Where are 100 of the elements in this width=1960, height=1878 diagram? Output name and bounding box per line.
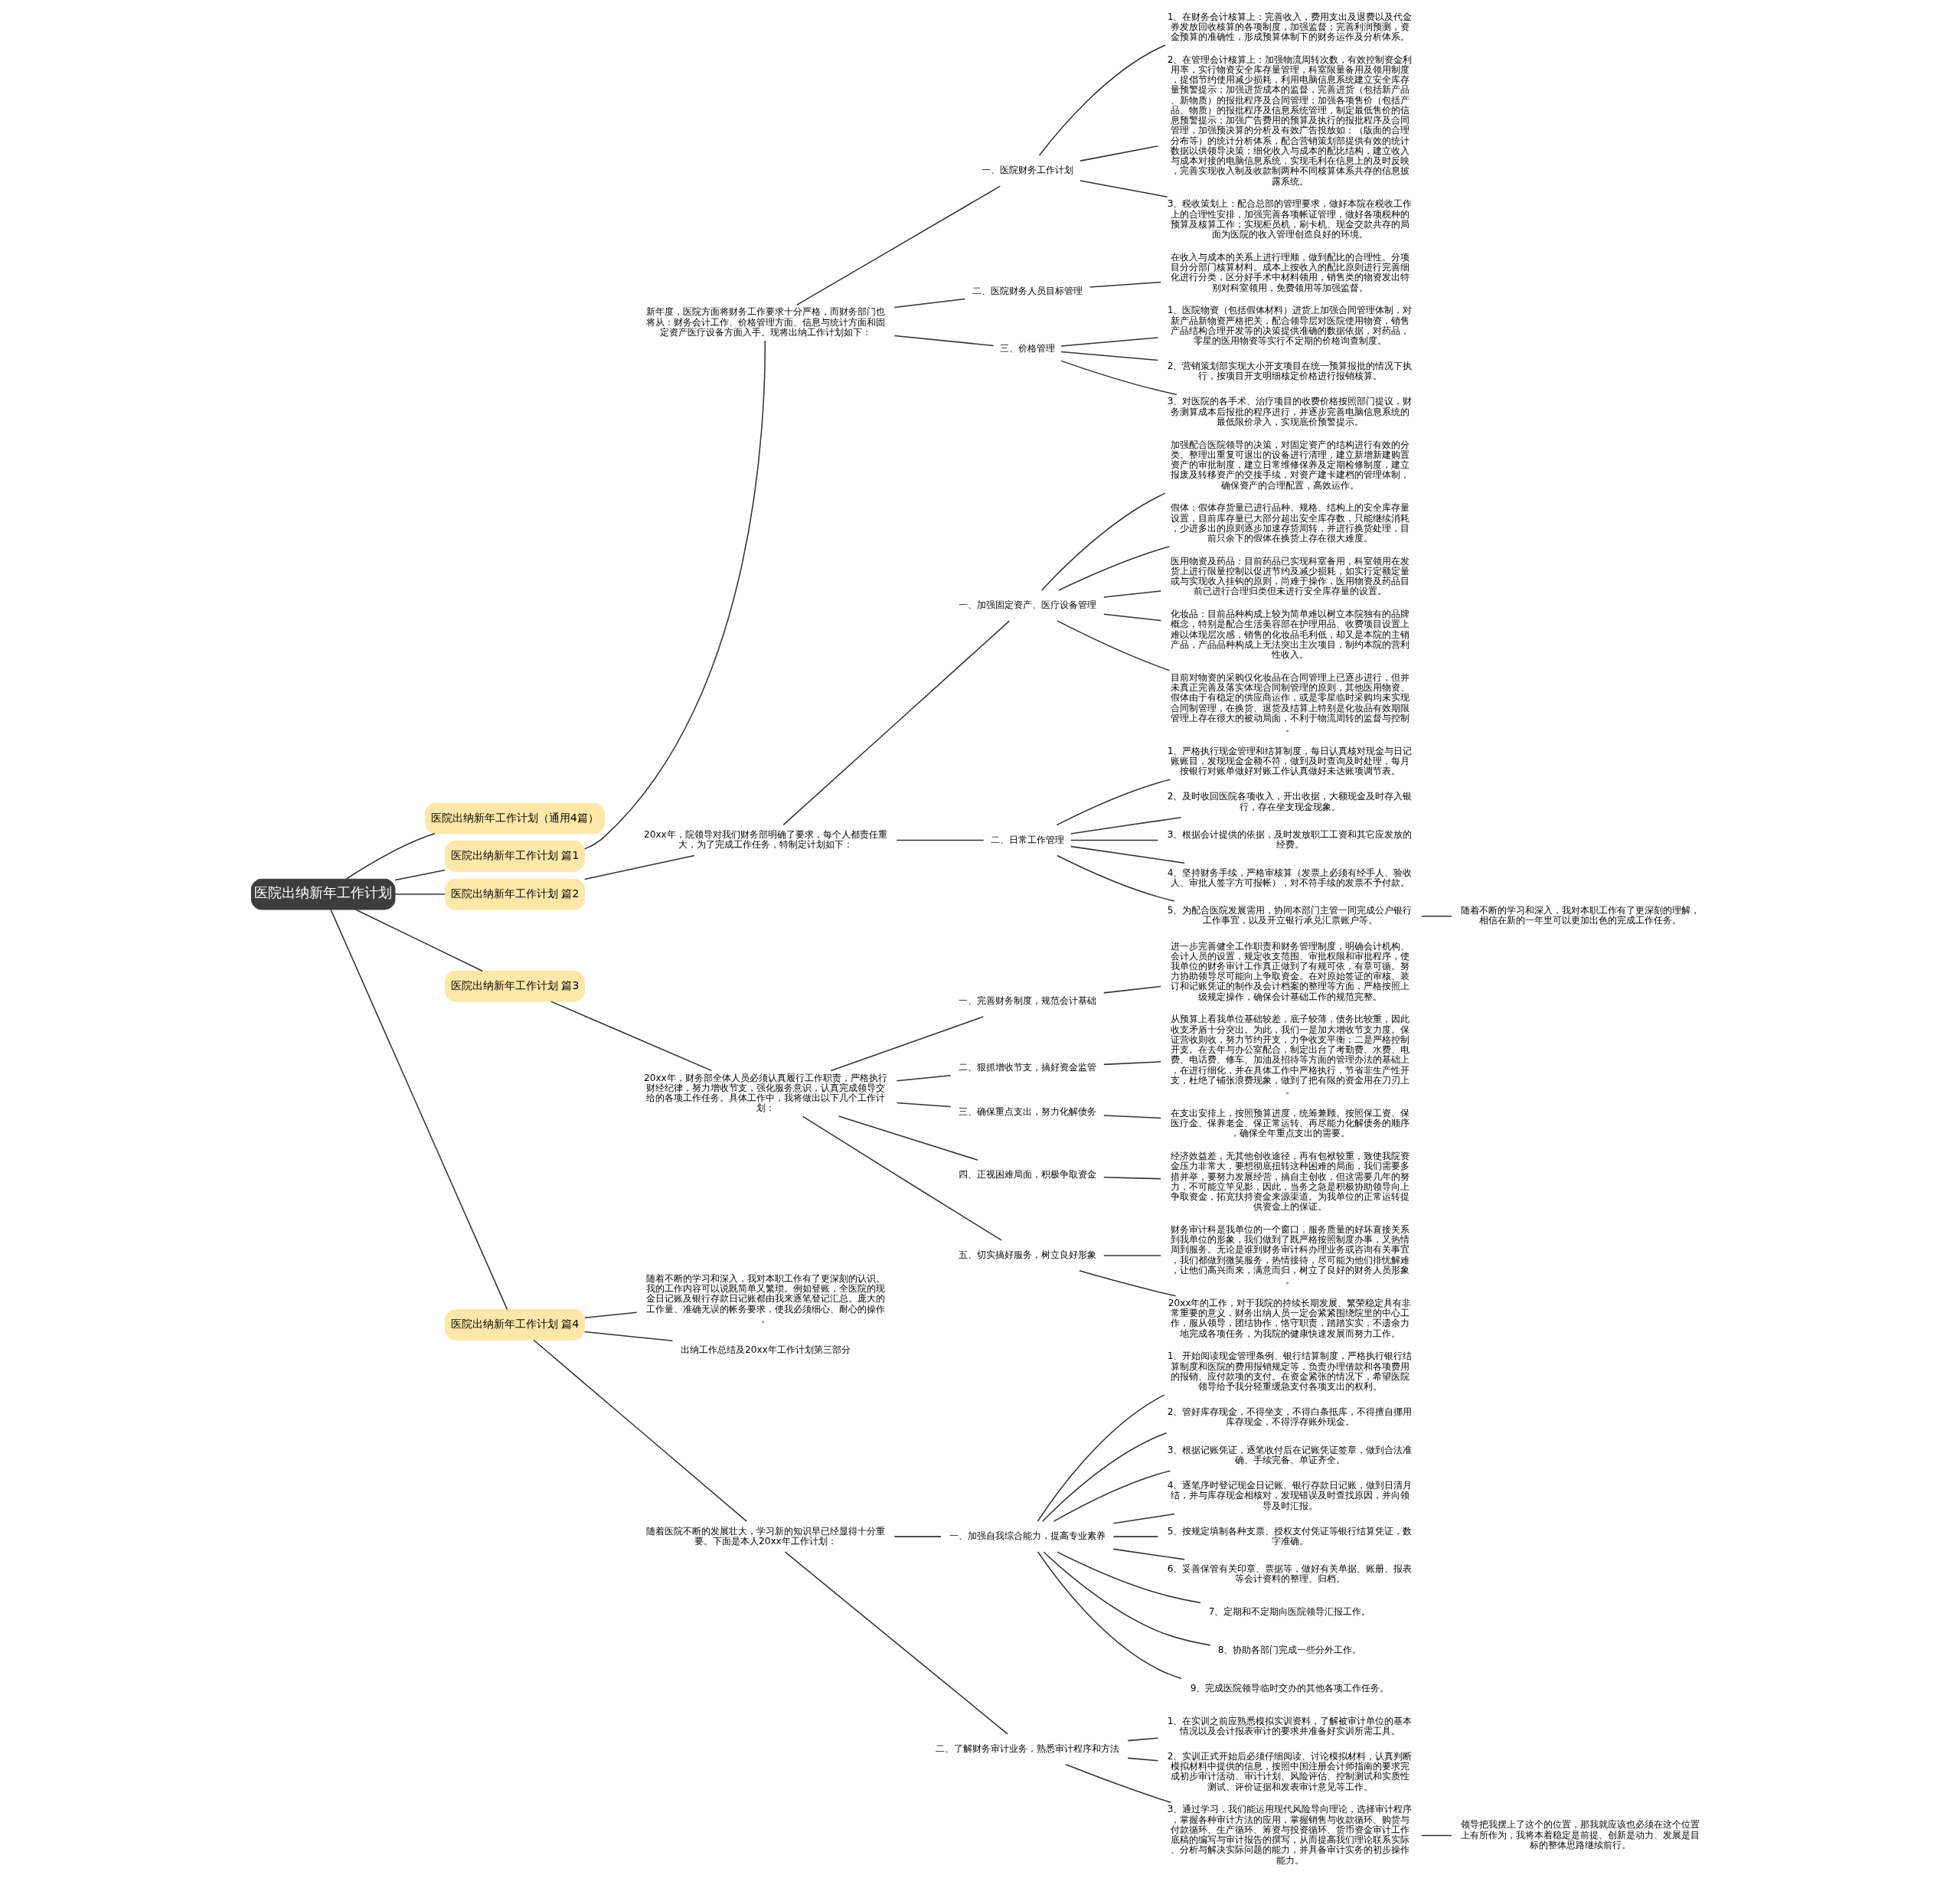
node-text: 2、实训正式开始后必须仔细阅读、讨论模拟材料，认真判断模拟材料中提供的信息，按照中国注册会计师指南的要求完成初步审计活动、审计计划、风险评估、控制测试和实质性测试、评价证据和发表审计意见等工作。 xyxy=(1167,1751,1412,1792)
node-text: 目前对物资的采购仅化妆品在合同管理上已逐步进行，但并未真正完善及落实体现合同制管理的原则，其他医用物资、假体由于有稳定的供应商运作，或是零星临时采购均未实现合同制管理，在换货、退货及结算上特别是化妆品有效期限管理上存在很大的被动局面，不利于物流周转的监督与控制。 xyxy=(1170,671,1410,734)
connector xyxy=(394,893,446,895)
connector xyxy=(550,1001,712,1072)
connector xyxy=(1070,839,1158,841)
connector xyxy=(893,298,965,309)
connector xyxy=(1420,915,1452,917)
connector xyxy=(1112,1536,1158,1537)
node-text: 假体：假体存货量已进行品种、规格、结构上的安全库存量设置，目前库存量已大部分超出安全库存数，只能继续消耗，少进多出的原则逐步加速存货周转，并进行换货处理，目前只余下的假体在换货上存在很大难度。 xyxy=(1170,502,1410,544)
connector xyxy=(802,1115,1002,1241)
connector xyxy=(354,909,483,972)
node-text: 财务审计科是我单位的一个窗口，服务质量的好坏直接关系到我单位的形象，我们做到了既严格按照制度办事，又热情周到服务。无论是谁到财务审计科办理业务或咨询有关事宜，我们都做到微笑服务，热情接待，尽可能为他们排忧解难，让他们高兴而来，满意而归，树立了良好的财务人员形象。 xyxy=(1170,1223,1410,1286)
connector xyxy=(1060,337,1158,347)
connector xyxy=(1041,1432,1167,1522)
node-text: 三、确保重点支出，努力化解债务 xyxy=(958,1106,1096,1117)
connector xyxy=(830,1016,984,1072)
connector xyxy=(893,1536,942,1537)
connector xyxy=(583,854,695,880)
connector xyxy=(1102,1115,1161,1119)
node-text: 1、医院物资（包括假体材料）进货上加强合同管理体制，对新产品新物资严格把关，配合领导层对医院使用物资，销售产品结构合理开发等的决策提供准确的数据依据，对药品，零星的医用物资等实行不定期的价格询查制度。 xyxy=(1167,305,1412,346)
node-box: 医院出纳新年工作计划 篇2 xyxy=(444,878,585,910)
node-text: 一、加强自我综合能力，提高专业素养 xyxy=(949,1530,1106,1542)
node-box: 医院出纳新年工作计划 篇4 xyxy=(444,1309,585,1341)
connector xyxy=(1112,1548,1185,1560)
connector xyxy=(1053,1470,1171,1522)
node-text: 1、在实训之前应熟悉模拟实训资料，了解被审计单位的基本情况以及会计报表审计的要求并准备好实训所需工具。 xyxy=(1167,1715,1412,1736)
node-text: 二、医院财务人员目标管理 xyxy=(972,285,1083,296)
node-text: 1、在财务会计核算上：完善收入，费用支出及退费以及代金券发放回收核算的各项制度，加强监督；完善利润预测，资金预算的准确性，形成预算体制下的财务运作及分析体系。 xyxy=(1167,11,1412,43)
node-box: 医院出纳新年工作计划（通用4篇） xyxy=(424,802,605,834)
node-text: 进一步完善健全工作职责和财务管理制度，明确会计机构、会计人员的设置，规定收支范围、审批权限和审批程序，使我单位的财务审计工作真正做到了有规可依，有章可循。努力协助领导尽可能向上争取资金。在对原始签证的审核、装订和记账凭证的制作及会计档案的整理等方面，严格按照上级规定操作，确保会计基础工作的规范完整。 xyxy=(1170,940,1410,1002)
connector xyxy=(1102,985,1161,994)
node-box: 医院出纳新年工作计划 xyxy=(250,878,395,910)
connector xyxy=(1038,44,1166,156)
node-text: 4、坚持财务手续，严格审核算（发票上必须有经手人、验收人、审批人签字方可报帐），对不符手续的发票不予付款。 xyxy=(1167,867,1412,888)
node-text: 3、根据会计提供的依据，及时发放职工工资和其它应发放的经费。 xyxy=(1167,828,1412,851)
connector xyxy=(1064,1764,1171,1804)
node-text: 1、严格执行现金管理和结算制度，每日认真核对现金与日记账账目，发现现金金额不符，做到及时查询及时处理，每月按银行对账单做好对账工作认真做好未达账项调节表。 xyxy=(1167,745,1412,777)
node-text: 医用物资及药品：目前药品已实现科室备用，科室领用在发货上进行限量控制以促进节约及减少损耗，如实行定额定量或与实现收入挂钩的原则，尚难于操作，医用物资及药品目前已进行合理归类但未进行安全库存量的设置。 xyxy=(1170,555,1410,597)
connector xyxy=(1056,854,1175,902)
connector xyxy=(583,340,766,850)
node-text: 20xx年，院领导对我们财务部明确了要求，每个人都责任重大，为了完成工作任务，特制定计划如下： xyxy=(643,828,887,851)
node-text: 二、日常工作管理 xyxy=(990,834,1064,845)
node-text: 3、根据记账凭证，逐笔收付后在记账凭证签章，做到合法准确、手续完备、单证齐全。 xyxy=(1167,1444,1412,1465)
node-text: 随着医院不断的发展壮大，学习新的知识早已经显得十分重要。下面是本人20xx年工作计划： xyxy=(645,1525,885,1546)
node-text: 3、税收策划上：配合总部的管理要求，做好本院在税收工作上的合理性安排，加强完善各项帐证管理，做好各项税种的预算及核算工作；实现柜员机，刷卡机、现金交款共存的局面为医院的收入管理创造良好的环境。 xyxy=(1167,198,1412,240)
connector xyxy=(1079,180,1168,198)
node-text: 一、加强固定资产、医疗设备管理 xyxy=(958,599,1096,611)
connector xyxy=(1060,360,1178,396)
node-text: 20xx年的工作，对于我院的持续长期发展、繁荣稳定具有非常重要的意义，财务出纳人员一定会紧紧围绕院里的中心工作，服从领导，团结协作，恪守职责，踏踏实实，不遗余力地完成各项任务，为我院的健康快速发展而努力工作。 xyxy=(1168,1297,1411,1339)
connector xyxy=(583,1331,673,1341)
connector xyxy=(1057,546,1170,591)
node-text: 五、切实搞好服务，树立良好形象 xyxy=(958,1249,1096,1261)
node-text: 加强配合医院领导的决策，对固定资产的结构进行有效的分类、整理出重复可退出的设备进行清理，建立新增新建购置资产的审批制度，建立日常维修保养及定期检修制度，建立报废及转移资产的交接手续，对资产建卡建档的管理体制，确保资产的合理配置，高效运作。 xyxy=(1170,439,1410,491)
connector xyxy=(1070,817,1181,834)
node-text: 三、价格管理 xyxy=(999,342,1055,354)
node-text: 经济效益差，无其他创收途径，再有包袱较重，致使我院资金压力非常大，要想彻底扭转这种困难的局面，我们需要多措并举，要努力发展经营，搞自主创收，但这需要几年的努力，不可能立竿见影，因此，当务之急是积极协助领导向上争取资金，拓宽扶持资金来源渠道。为我单位的正常运转提供资金上的保证。 xyxy=(1170,1151,1410,1213)
node-text: 2、及时收回医院各项收入，开出收据，大额现金及时存入银行，存在坐支现金现象。 xyxy=(1167,791,1412,812)
node-text: 化妆品：目前品种构成上较为简单难以树立本院独有的品牌概念，特别是配合生活美容部在护理用品、收费项目设置上难以体现层次感，销售的化妆品毛利低，却又是本院的主销产品，产品品种构成上无法突出主次项目，制约本院的营利性收入。 xyxy=(1170,609,1410,661)
node-text: 5、按规定填制各种支票、授权支付凭证等银行结算凭证，数字准确。 xyxy=(1167,1525,1412,1546)
connector xyxy=(1112,1513,1175,1524)
node-text: 4、逐笔序时登记现金日记账、银行存款日记账，做到日清月结，并与库存现金相核对，发现错误及时查找原因，并向领导及时汇报。 xyxy=(1167,1480,1412,1511)
connector xyxy=(896,839,984,841)
connector xyxy=(1040,492,1166,591)
connector xyxy=(1070,845,1185,864)
node-text: 在支出安排上，按照预算进度，统筹兼顾。按照保工资、保医疗金、保养老金、保正常运转、再尽能力化解债务的顺序，确保全年重点支出的需要。 xyxy=(1170,1107,1410,1139)
node-text: 7、定期和不定期向医院领导汇报工作。 xyxy=(1208,1606,1370,1618)
node-text: 6、妥善保管有关印章、票据等，做好有关单据、账册、报表等会计资料的整理、归档。 xyxy=(1167,1563,1412,1585)
connector xyxy=(1037,1551,1182,1680)
node-text: 随着不断的学习和深入，我对本职工作有了更深刻的理解，相信在新的一年里可以更加出色的完成工作任务。 xyxy=(1460,905,1700,926)
connector xyxy=(784,1551,1008,1735)
connector xyxy=(838,1115,978,1161)
connector xyxy=(1078,1270,1176,1297)
node-text: 2、在管理会计核算上：加强物流周转次数，有效控制资金利用率，实行物资安全库存量管理，科室限量备用及领用制度，提倡节约使用减少损耗，利用电脑信息系统建立安全库存量预警提示；加强进货成本的监督，完善进货（包括新产品、新物质）的报批程序及合同管理；加强各项售价（包括产品、物质）的报批程序及信息系统管理，制定最低售价的信息预警提示；加强广告费用的预算及执行的报批程序及合同管理，加强预决算的分析及有效广告投放如：（版面的合理分布等）的统计分析体系，配合营销策划部提供有效的统计数据以供领导决策；细化收入与成本的配比结构，建立收入与成本对接的电脑信息系统，实现毛利在信息上的及时反映，完善实现收入制及收款制两种不同核算体系共存的信息披露系统。 xyxy=(1167,54,1412,187)
connector xyxy=(1060,351,1158,361)
connector xyxy=(532,1339,747,1522)
node-text: 在收入与成本的关系上进行理顺，做到配比的合理性。分项目分分部门核算材料。成本上按收入的配比原则进行完善细化进行分类，区分好手术中材料领用，销售类的物资发出特别对科室领用，免费领用等加强监督。 xyxy=(1170,251,1410,293)
node-box: 医院出纳新年工作计划 篇1 xyxy=(444,841,585,872)
connector xyxy=(1079,145,1158,162)
connector xyxy=(1089,281,1161,288)
connector xyxy=(1102,1255,1161,1256)
connector xyxy=(782,620,1010,826)
node-text: 8、协助各部门完成一些分外工作。 xyxy=(1217,1644,1361,1656)
connector xyxy=(394,869,446,881)
connector xyxy=(329,909,508,1311)
connector xyxy=(1126,1737,1158,1742)
connector xyxy=(893,335,994,347)
node-text: 四、正视困难局面，积极争取资金 xyxy=(958,1169,1096,1181)
node-text: 2、管好库存现金，不得坐支，不得白条抵库，不得擅自挪用库存现金，不得浮存账外现金。 xyxy=(1167,1406,1412,1428)
node-text: 从预算上看我单位基础较差，底子较薄，债务比较重，因此收支矛盾十分突出。为此，我们一是加大增收节支力度。保证营收则收，努力节约开支，力争收支平衡；二是严格控制开支。在去年与办公室配合，制定出台了考勤费、水费、电费、电话费、修车、加油及招待等方面的管理办法的基础上，在进行细化，并在具体工作中严格执行，节省非生产性开支，杜绝了铺张浪费现象，做到了把有限的资金用在刀刃上。 xyxy=(1170,1014,1410,1096)
node-text: 随着不断的学习和深入，我对本职工作有了更深刻的认识。我的工作内容可以说既简单又繁琐。例如登账，全医院的现金日记账及银行存款日记账都由我来逐笔登记汇总。庞大的工作量、准确无误的帐务要求，使我必须细心、耐心的操作。 xyxy=(645,1272,885,1324)
node-text: 出纳工作总结及20xx年工作计划第三部分 xyxy=(680,1344,851,1355)
connector xyxy=(1056,1551,1201,1604)
node-text: 领导把我摆上了这个的位置，那我就应该也必须在这个位置上有所作为，我将本着稳定是前提、创新是动力、发展是目标的整体思路继续前行。 xyxy=(1460,1819,1700,1850)
node-text: 一、完善财务制度，规范会计基础 xyxy=(958,995,1096,1007)
connector xyxy=(896,1102,952,1108)
node-text: 新年度，医院方面将财务工作要求十分严格，而财务部门也将从：财务会计工作、价格管理方面、信息与统计方面和固定资产医疗设备方面入手。现将出纳工作计划如下： xyxy=(645,306,885,338)
node-text: 3、通过学习，我们能运用现代风险导向理论，选择审计程序，掌握各种审计方法的应用，掌握销售与收款循环、购货与付款循环、生产循环、筹资与投资循环、货币资金审计工作底稿的编写与审计报告的撰写，从而提高我们理论联系实际、分析与解决实际问题的能力，并具备审计实务的初步操作能力。 xyxy=(1167,1804,1412,1866)
node-text: 一、医院财务工作计划 xyxy=(981,165,1073,176)
connector xyxy=(1126,1757,1158,1762)
connector xyxy=(1102,613,1161,622)
